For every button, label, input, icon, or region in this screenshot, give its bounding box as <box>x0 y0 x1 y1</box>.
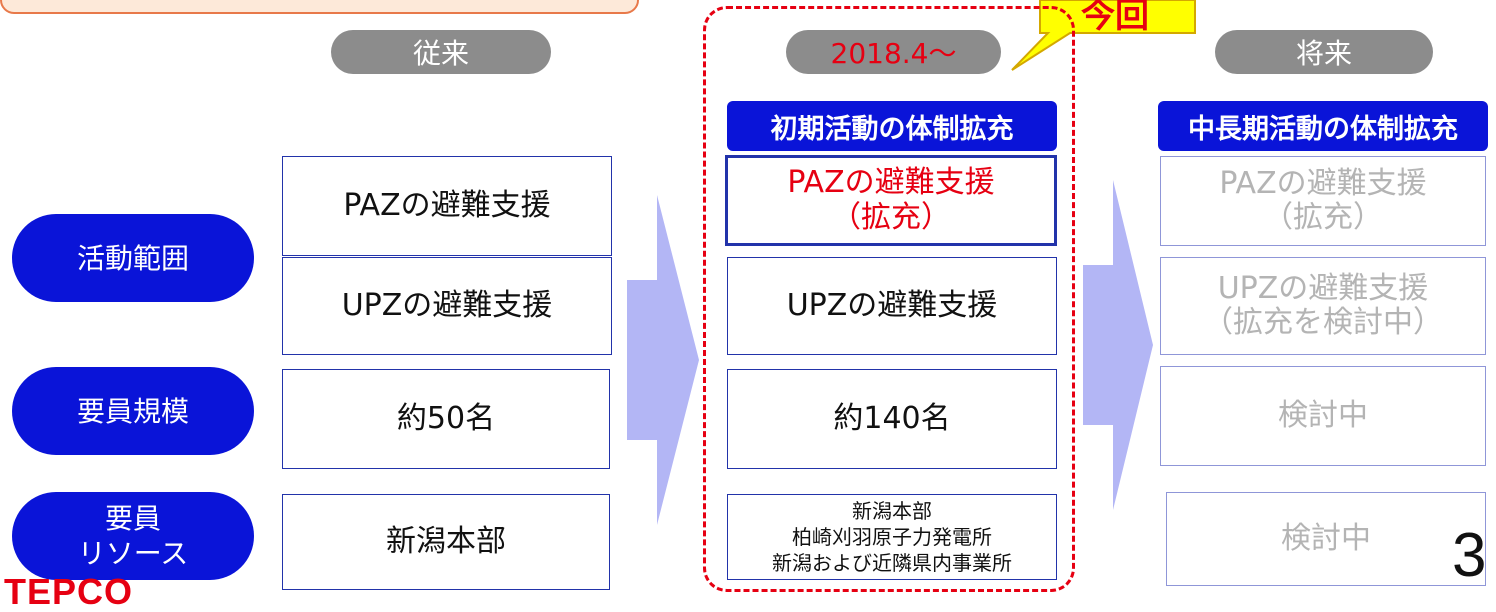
column-header-2018: 2018.4～ <box>786 30 1001 74</box>
future-paz-box: PAZの避難支援 （拡充） <box>1160 156 1486 246</box>
2018-paz-line1: PAZの避難支援 <box>787 165 995 200</box>
column-header-current: 従来 <box>331 30 551 74</box>
row-label-staff-resource: 要員 リソース <box>12 492 254 580</box>
future-scale-box: 検討中 <box>1160 366 1486 466</box>
2018-paz-line2: （拡充） <box>831 199 951 235</box>
future-resource-box: 検討中 <box>1166 492 1486 586</box>
2018-resource-line1: 新潟本部 <box>852 499 932 523</box>
row-label-resource-line2: リソース <box>77 537 189 570</box>
row-label-staff-scale: 要員規模 <box>12 367 254 455</box>
2018-paz-box: PAZの避難支援 （拡充） <box>725 155 1057 246</box>
2018-resource-box: 新潟本部 柏崎刈羽原子力発電所 新潟および近隣県内事業所 <box>727 494 1057 580</box>
company-logo: TEPCO <box>4 571 134 612</box>
2018-resource-line2: 柏崎刈羽原子力発電所 <box>792 525 992 549</box>
dashed-highlight-frame <box>703 6 1075 592</box>
2018-resource-line3: 新潟および近隣県内事業所 <box>772 551 1012 575</box>
column-title-2018: 初期活動の体制拡充 <box>727 101 1057 151</box>
arrow-right-2 <box>1083 180 1153 510</box>
page-number: 3 <box>1452 521 1487 590</box>
current-upz-box: UPZの避難支援 <box>282 257 612 355</box>
2018-upz-box: UPZの避難支援 <box>727 257 1057 355</box>
top-note-box <box>0 0 639 14</box>
future-upz-line1: UPZの避難支援 <box>1217 270 1429 306</box>
current-resource-box: 新潟本部 <box>282 494 610 590</box>
row-label-resource-line1: 要員 <box>104 502 161 535</box>
2018-scale-box: 約140名 <box>727 369 1057 469</box>
column-title-future: 中長期活動の体制拡充 <box>1158 101 1488 151</box>
arrow-right-1 <box>627 195 699 525</box>
future-upz-line2: （拡充を検討中） <box>1203 305 1443 340</box>
current-scale-box: 約50名 <box>282 369 610 469</box>
future-paz-line2: （拡充） <box>1263 200 1383 235</box>
callout-text: 今回 <box>1081 0 1149 36</box>
column-header-future: 将来 <box>1215 30 1433 74</box>
current-paz-box: PAZの避難支援 <box>282 156 612 256</box>
future-paz-line1: PAZの避難支援 <box>1219 165 1427 201</box>
row-label-scope: 活動範囲 <box>12 214 254 302</box>
future-upz-box: UPZの避難支援 （拡充を検討中） <box>1160 257 1486 355</box>
